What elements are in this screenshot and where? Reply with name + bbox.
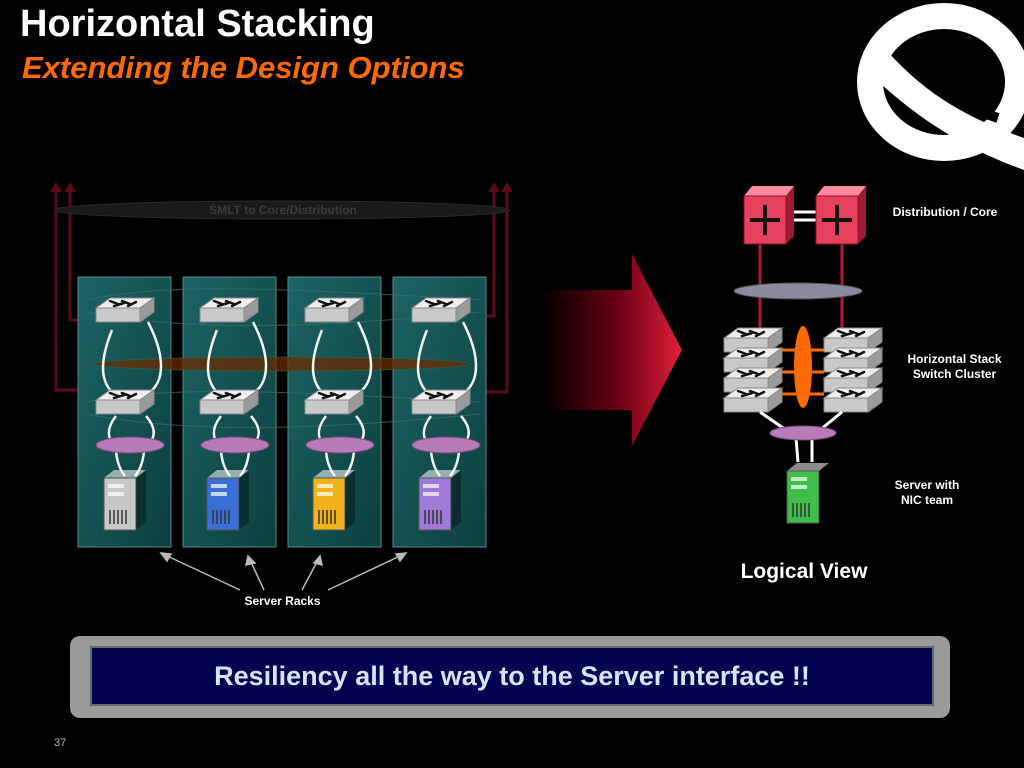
uplink-arrows bbox=[50, 182, 513, 192]
switch-icon bbox=[94, 296, 156, 324]
horizontal-stack-label: Horizontal Stack Switch Cluster bbox=[907, 352, 1002, 381]
banner: Resiliency all the way to the Server int… bbox=[70, 636, 950, 718]
server-icon bbox=[418, 469, 462, 531]
switch-icon bbox=[410, 296, 472, 324]
server-icon bbox=[103, 469, 147, 531]
server-icon bbox=[312, 469, 356, 531]
server-nic-label: Server with NIC team bbox=[894, 478, 960, 507]
page-title: Horizontal Stacking bbox=[20, 3, 375, 45]
smlt-label: SMLT to Core/Distribution bbox=[209, 203, 357, 217]
nic-team-ellipse bbox=[305, 436, 375, 454]
server-racks-pointers bbox=[159, 552, 408, 591]
switch-icon bbox=[198, 388, 260, 416]
core-switch bbox=[815, 186, 866, 245]
stack-mlt-ellipse-logical bbox=[794, 326, 812, 408]
server-icon bbox=[786, 462, 830, 524]
smlt-ellipse-logical bbox=[733, 282, 863, 300]
page-subtitle: Extending the Design Options bbox=[22, 50, 465, 85]
core-switch bbox=[743, 186, 794, 245]
nic-team-ellipse bbox=[200, 436, 270, 454]
switch-icon bbox=[303, 296, 365, 324]
stack-mlt-ellipse bbox=[94, 357, 470, 371]
nic-team-ellipse bbox=[411, 436, 481, 454]
smlt-ellipse bbox=[53, 200, 511, 220]
nic-team-ellipse-logical bbox=[769, 425, 837, 441]
core-interconnect bbox=[794, 210, 816, 222]
switch-icon bbox=[822, 386, 884, 414]
logo-icon bbox=[857, 3, 1024, 170]
switch-icon bbox=[198, 296, 260, 324]
page-number: 37 bbox=[54, 737, 67, 749]
nic-team-ellipse bbox=[95, 436, 165, 454]
switch-icon bbox=[303, 388, 365, 416]
distribution-core-label: Distribution / Core bbox=[892, 205, 998, 219]
arrow-right-icon bbox=[540, 254, 682, 446]
server-icon bbox=[206, 469, 250, 531]
banner-text: Resiliency all the way to the Server int… bbox=[214, 660, 810, 691]
core-uplinks bbox=[54, 190, 509, 394]
switch-icon bbox=[94, 388, 156, 416]
banner-inner: Resiliency all the way to the Server int… bbox=[90, 646, 934, 706]
switch-icon bbox=[722, 386, 784, 414]
logical-view-label: Logical View bbox=[740, 560, 868, 583]
server-racks-label: Server Racks bbox=[244, 594, 321, 608]
switch-icon bbox=[410, 388, 472, 416]
